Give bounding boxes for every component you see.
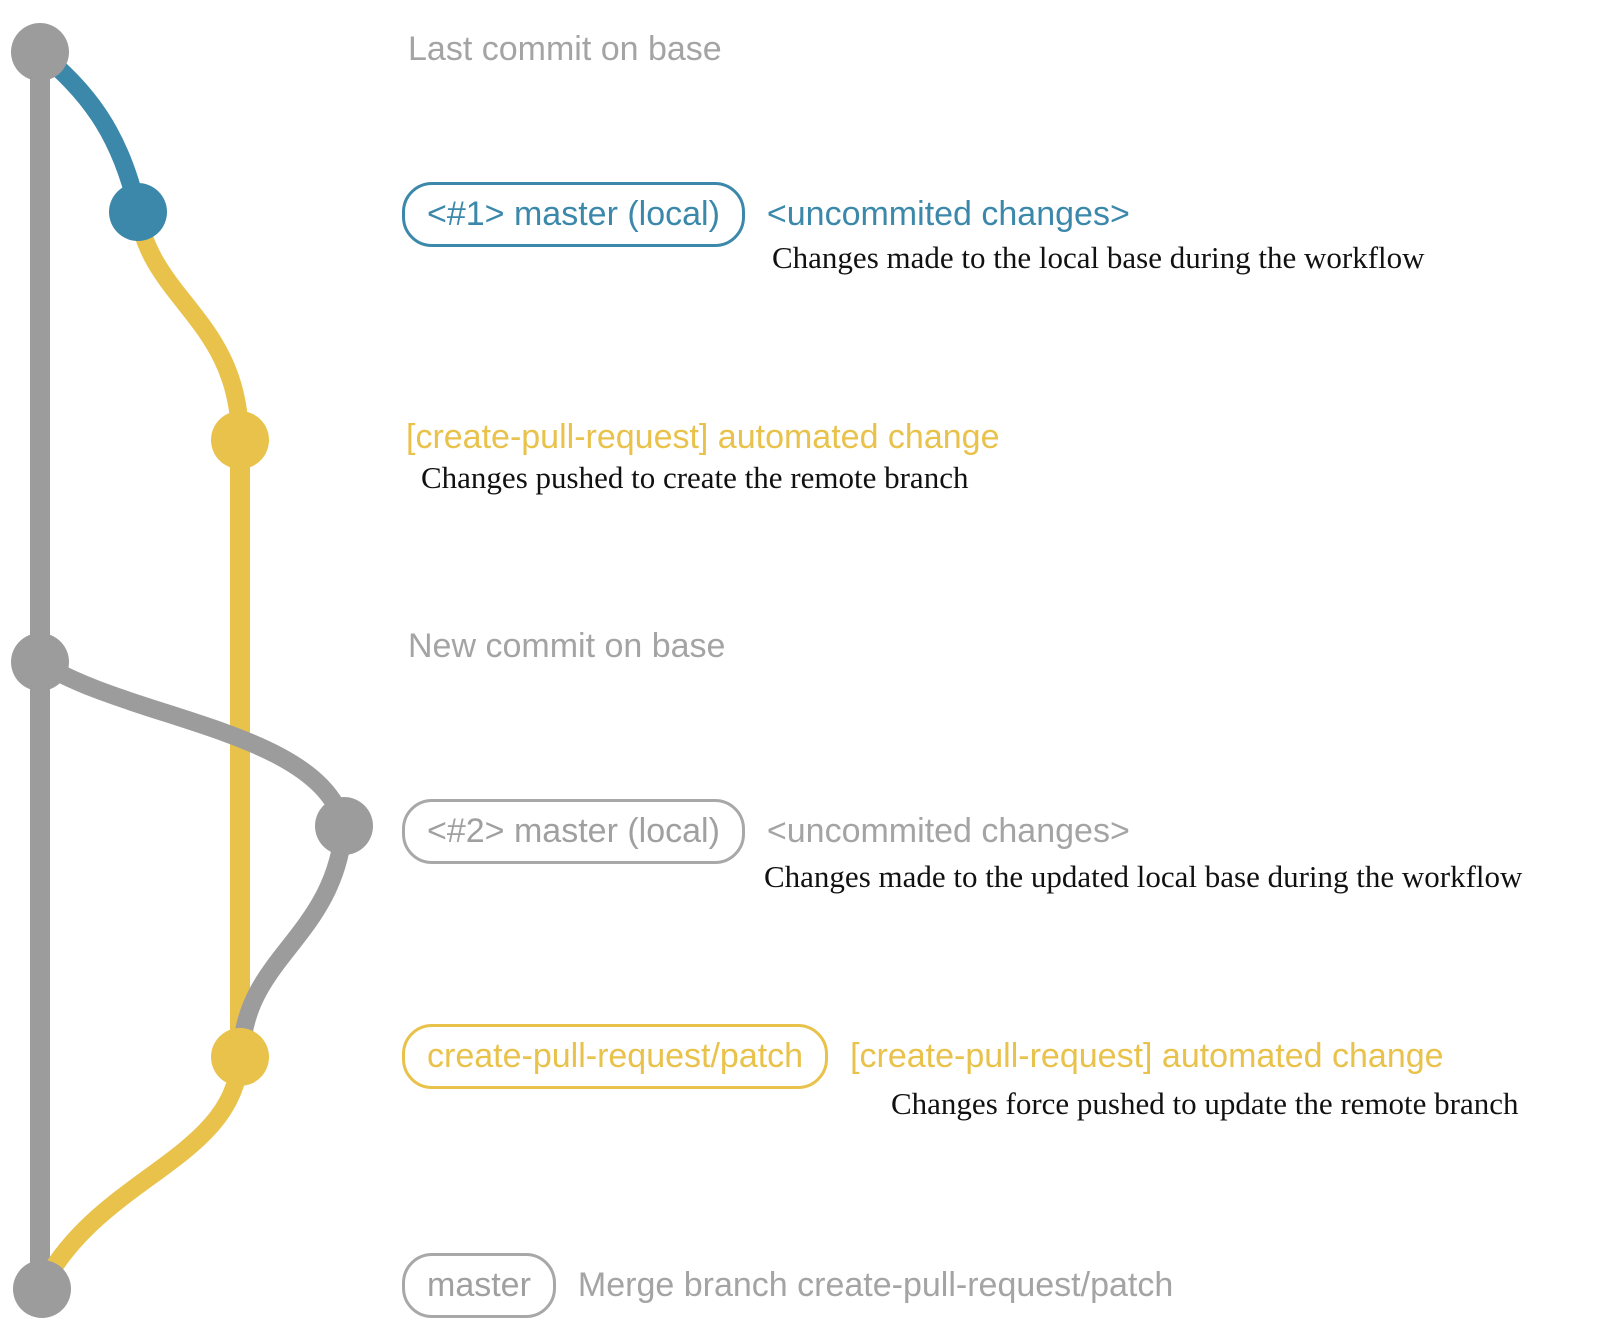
label-new-commit-on-base: New commit on base [408,627,726,665]
commit-message-merge-branch: Merge branch create-pull-request/patch [577,1265,1174,1304]
commit-message-automated-change-1: [create-pull-request] automated change [406,418,1000,456]
edge-base-to-local2 [31,653,353,835]
commit-message-automated-change-2: [create-pull-request] automated change [850,1036,1444,1075]
row-local-master-2: <#2> master (local) <uncommited changes> [402,799,1130,864]
commit-message-uncommited-2: <uncommited changes> [766,811,1130,850]
branch-badge-master-local-1: <#1> master (local) [402,182,745,247]
edge-local1-to-patch1 [129,203,249,449]
row-merge-commit: master Merge branch create-pull-request/… [402,1253,1173,1318]
commit-node-local-master-2 [315,797,373,855]
commit-node-merge-on-base [13,1260,71,1318]
annotation-pushed-to-create-branch: Changes pushed to create the remote bran… [421,460,969,495]
commit-message-uncommited-1: <uncommited changes> [766,194,1130,233]
commit-node-local-master-1 [109,183,167,241]
annotation-force-pushed-update: Changes force pushed to update the remot… [891,1086,1519,1121]
commit-node-new-commit-on-base [11,633,69,691]
label-last-commit-on-base: Last commit on base [408,30,722,68]
branch-badge-master-local-2: <#2> master (local) [402,799,745,864]
annotation-local-base-changes-2: Changes made to the updated local base d… [764,859,1523,894]
commit-node-last-commit-on-base [11,23,69,81]
branch-badge-patch: create-pull-request/patch [402,1024,829,1089]
edge-local2-to-patch2 [233,817,353,1054]
branch-badge-master: master [402,1253,556,1318]
edge-patch2-to-merge [33,1048,249,1296]
row-patch-commit-1: [create-pull-request] automated change [406,418,999,457]
commit-node-patch-2 [211,1028,269,1086]
row-local-master-1: <#1> master (local) <uncommited changes> [402,182,1130,247]
row-patch-commit-2: create-pull-request/patch [create-pull-r… [402,1024,1444,1089]
commit-node-patch-1 [211,411,269,469]
annotation-local-base-changes-1: Changes made to the local base during th… [772,240,1425,275]
